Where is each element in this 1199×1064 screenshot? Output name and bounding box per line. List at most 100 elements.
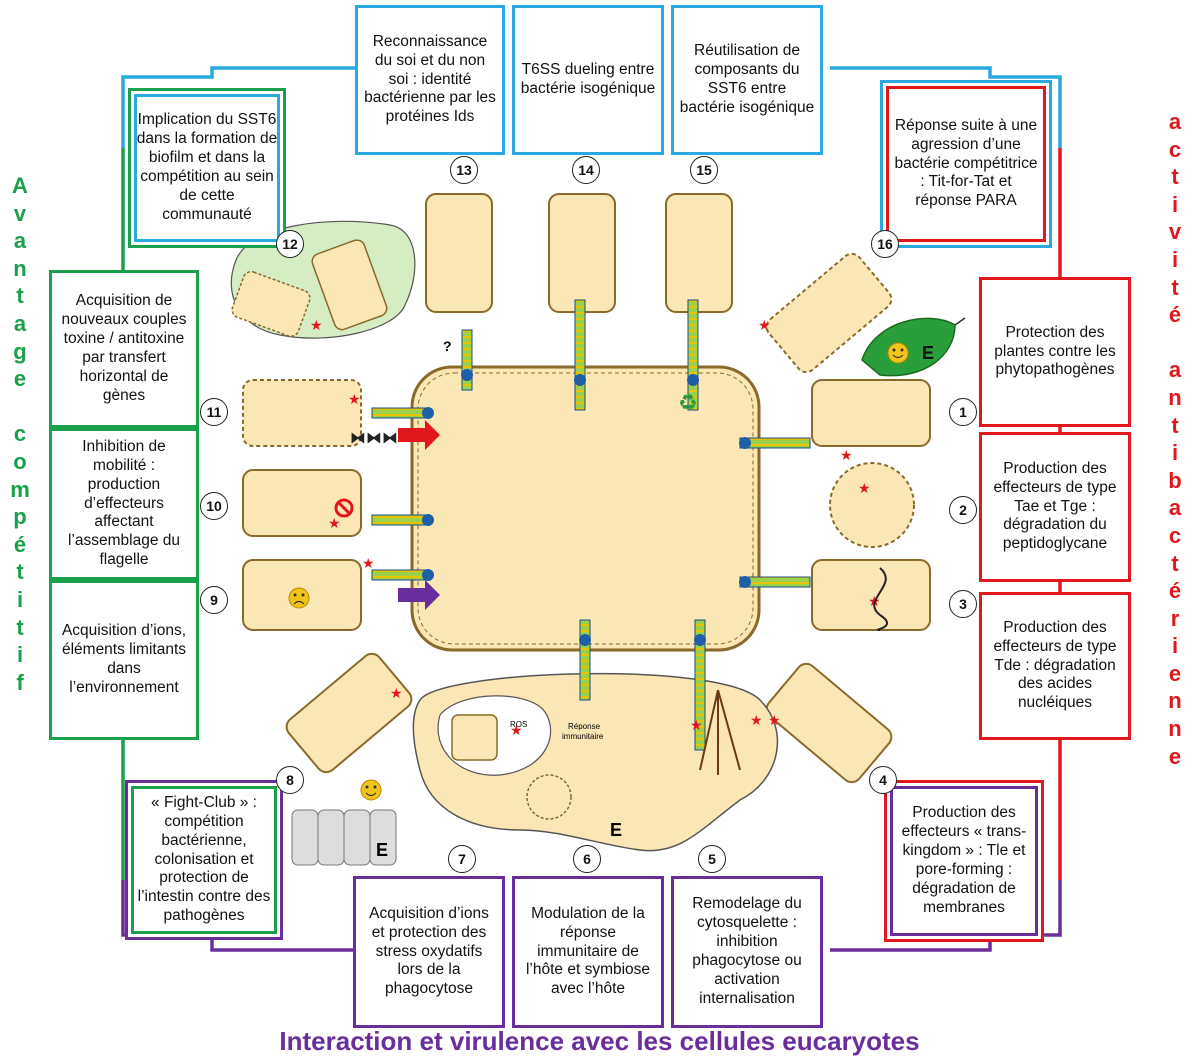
right-label-letter: e [1168, 743, 1182, 769]
leaf-icon [861, 317, 956, 377]
box-7: Acquisition d’ions et protection des str… [353, 876, 505, 1028]
box-15: Réutilisation de composants du SST6 entr… [671, 5, 823, 155]
hgt-arrow [398, 420, 440, 450]
left-label-letter: f [16, 669, 24, 695]
svg-text:★: ★ [510, 722, 523, 738]
number-4: 4 [869, 766, 897, 794]
number-6: 6 [573, 845, 601, 873]
svg-text:★: ★ [310, 317, 323, 333]
right-label-letter: a [1168, 109, 1182, 134]
svg-text:★: ★ [348, 391, 361, 407]
right-label-letter: t [1171, 164, 1179, 190]
left-label-letter: n [13, 255, 27, 281]
right-label-letter [1155, 329, 1195, 357]
euk-e-label: E [610, 820, 623, 840]
left-label-letter: a [13, 228, 27, 254]
left-label-letter: é [13, 531, 27, 557]
secretion-needles [371, 299, 811, 751]
left-label-letter [0, 393, 40, 421]
number-9: 9 [200, 586, 228, 614]
right-label-letter: a [1168, 357, 1182, 383]
reponse-label-1: Réponse [568, 722, 601, 731]
svg-text:★: ★ [858, 480, 871, 496]
box-14: T6SS dueling entre bactérie isogénique [512, 5, 664, 155]
left-label-letter: v [13, 200, 27, 226]
box-12: Implication du SST6 dans la formation de… [128, 88, 286, 248]
number-8: 8 [276, 766, 304, 794]
right-label-letter: é [1168, 302, 1182, 328]
right-label-letter: n [1168, 716, 1182, 742]
left-label-letter: A [12, 173, 28, 198]
gut-happy-smiley-icon [360, 779, 382, 801]
right-label-letter: b [1168, 467, 1182, 493]
right-label-letter: t [1171, 274, 1179, 300]
dna-icon: ⧓⧓⧓ [350, 430, 398, 447]
box-11: Acquisition de nouveaux couples toxine /… [49, 270, 199, 428]
happy-smiley-icon [887, 342, 909, 364]
number-5: 5 [698, 845, 726, 873]
box-13: Reconnaissance du soi et du non soi : id… [355, 5, 505, 155]
secretion-base-markers [422, 369, 751, 646]
left-label-letter: i [16, 586, 24, 612]
number-13: 13 [450, 156, 478, 184]
right-label-letter: t [1171, 550, 1179, 576]
right-cells [765, 252, 931, 784]
number-12: 12 [276, 230, 304, 258]
left-label-letter: e [13, 366, 27, 392]
right-label-letter: t [1171, 412, 1179, 438]
cytoskeleton-icon [699, 689, 741, 775]
svg-text:★: ★ [390, 685, 403, 701]
right-label-letter: a [1168, 495, 1182, 521]
sad-smiley-icon [288, 587, 310, 609]
box-5: Remodelage du cytosquelette : inhibition… [671, 876, 823, 1028]
box-10: Inhibition de mobilité : production d’ef… [49, 428, 199, 580]
right-label-letter: i [1171, 633, 1179, 659]
right-label-letter: i [1171, 246, 1179, 272]
left-label-letter: c [13, 421, 27, 447]
question-mark-label: ? [443, 338, 452, 354]
left-label-letter: m [10, 476, 30, 502]
right-label-letter: n [1168, 688, 1182, 714]
bottom-title: Interaction et virulence avec les cellul… [279, 1026, 920, 1056]
box-3: Production des effecteurs de type Tde : … [979, 592, 1131, 740]
svg-text:★: ★ [328, 515, 341, 531]
recycle-icon: ♻ [678, 390, 698, 415]
right-label-letter: i [1171, 440, 1179, 466]
right-label-letter: c [1168, 522, 1182, 548]
leaf-e-label: E [922, 343, 935, 363]
number-10: 10 [200, 492, 228, 520]
left-label-letter: o [13, 448, 27, 474]
svg-text:★: ★ [690, 717, 703, 733]
number-2: 2 [949, 496, 977, 524]
left-label-letter: i [16, 642, 24, 668]
box-2: Production des effecteurs de type Tae et… [979, 432, 1131, 582]
right-label-letter: e [1168, 660, 1182, 686]
no-entry-icon [334, 498, 354, 518]
reponse-label-2: immunitaire [562, 732, 604, 741]
top-cells [425, 193, 733, 313]
svg-text:★: ★ [840, 447, 853, 463]
right-label-letter: c [1168, 136, 1182, 162]
left-label-letter: a [13, 310, 27, 336]
svg-text:★: ★ [750, 712, 763, 728]
left-label-letter: t [16, 614, 24, 640]
box-1: Protection des plantes contre les phytop… [979, 277, 1131, 427]
number-11: 11 [200, 398, 228, 426]
number-3: 3 [949, 590, 977, 618]
number-7: 7 [448, 845, 476, 873]
left-label-letter: t [16, 559, 24, 585]
left-label-letter: g [13, 338, 27, 364]
box-9: Acquisition d’ions, éléments limitants d… [49, 580, 199, 740]
ros-label: ROS [510, 720, 528, 729]
box-6: Modulation de la réponse immunitaire de … [512, 876, 664, 1028]
svg-text:★: ★ [768, 712, 781, 728]
dna-helix-icon [873, 567, 889, 631]
box-8: « Fight-Club » : compétition bactérienne… [125, 780, 283, 940]
svg-text:★: ★ [758, 317, 771, 333]
right-label-letter: i [1171, 191, 1179, 217]
gut-e-label: E [376, 840, 389, 860]
ion-arrow [398, 580, 440, 610]
